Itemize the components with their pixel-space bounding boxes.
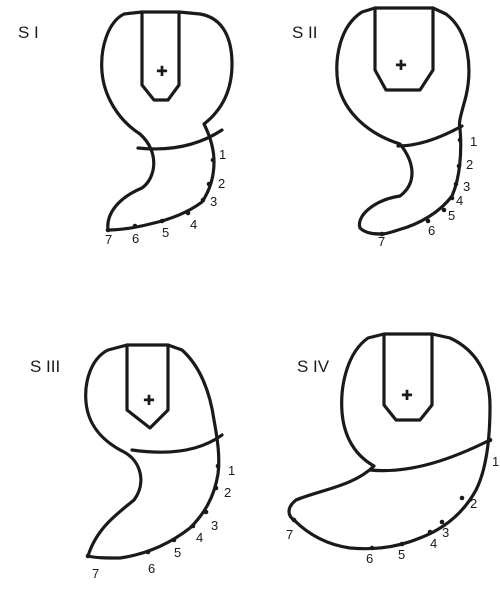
pylorus-marker-icon: ✚ (143, 392, 155, 408)
site-tick (203, 509, 209, 515)
site-tick (291, 517, 297, 523)
site-tick (171, 537, 177, 543)
site-number: 6 (148, 561, 155, 576)
stomach-outline (125, 343, 170, 430)
site-tick (441, 207, 447, 213)
site-tick (210, 157, 216, 163)
site-tick (449, 195, 455, 201)
site-tick (427, 529, 433, 535)
site-tick (399, 541, 405, 547)
site-number: 3 (211, 518, 218, 533)
stomach-outline (84, 343, 143, 558)
site-number: 7 (105, 232, 112, 247)
site-tick (132, 223, 138, 229)
site-tick (85, 553, 91, 559)
stomach-outline (287, 332, 386, 522)
pylorus-marker-icon: ✚ (395, 57, 407, 73)
site-number: 2 (466, 157, 473, 172)
site-number: 6 (132, 231, 139, 246)
site-tick (200, 197, 206, 203)
site-tick (215, 463, 221, 469)
site-number: 6 (366, 551, 373, 566)
site-number: 7 (378, 234, 385, 249)
site-number: 1 (228, 463, 235, 478)
site-number: 1 (492, 454, 499, 469)
pylorus-marker-icon: ✚ (401, 387, 413, 403)
site-tick (213, 485, 219, 491)
site-ticks (379, 137, 463, 237)
site-number: 5 (174, 545, 181, 560)
site-number: 2 (218, 176, 225, 191)
site-number: 2 (224, 485, 231, 500)
site-tick (487, 437, 493, 443)
site-number: 4 (196, 530, 203, 545)
incisura-line (396, 124, 464, 148)
panel-label: S IV (297, 357, 330, 376)
site-number: 2 (470, 496, 477, 511)
site-number: 7 (286, 527, 293, 542)
site-tick (379, 231, 385, 237)
stomach-outline (292, 332, 492, 551)
site-ticks (291, 437, 493, 551)
panel-s4: S IV ✚ 1 2 3 4 5 6 7 (286, 332, 499, 566)
site-tick (425, 218, 431, 224)
site-number: 1 (219, 147, 226, 162)
pylorus-marker-icon: ✚ (156, 63, 168, 79)
site-number: 3 (442, 525, 449, 540)
stomach-outline (373, 6, 435, 92)
panel-label: S II (292, 23, 318, 42)
incisura-line (368, 438, 492, 473)
site-number: 1 (470, 134, 477, 149)
stomach-outline (86, 343, 221, 560)
incisura-line (136, 128, 224, 151)
site-tick (459, 495, 465, 501)
site-ticks (85, 463, 221, 559)
site-tick (159, 218, 165, 224)
site-ticks (105, 157, 216, 233)
site-number: 5 (162, 225, 169, 240)
site-tick (185, 210, 191, 216)
site-number: 4 (456, 193, 463, 208)
panel-s2: S II ✚ 1 2 3 4 5 6 7 (292, 6, 477, 249)
site-number: 7 (92, 566, 99, 581)
panel-s3: S III ✚ 1 2 3 4 5 6 7 (30, 343, 235, 581)
stomach-outline (335, 6, 414, 236)
stomach-outline (140, 10, 181, 102)
site-tick (105, 227, 111, 233)
site-tick (456, 163, 462, 169)
site-tick (206, 181, 212, 187)
stomach-outline (382, 332, 434, 422)
site-tick (457, 137, 463, 143)
site-number: 4 (190, 217, 197, 232)
stomach-outline (100, 10, 156, 232)
site-number: 5 (448, 208, 455, 223)
site-tick (190, 523, 196, 529)
site-number: 3 (463, 179, 470, 194)
panel-label: S III (30, 357, 60, 376)
panel-s1: S I ✚ 1 2 3 4 5 6 7 (18, 10, 234, 247)
site-number: 5 (398, 547, 405, 562)
incisura-line (130, 433, 224, 454)
site-number: 6 (428, 223, 435, 238)
site-number: 3 (210, 194, 217, 209)
site-tick (439, 519, 445, 525)
site-tick (453, 181, 459, 187)
panel-label: S I (18, 23, 39, 42)
stomach-outline (380, 6, 471, 236)
site-tick (369, 545, 375, 551)
site-tick (145, 549, 151, 555)
site-number: 4 (430, 536, 437, 551)
